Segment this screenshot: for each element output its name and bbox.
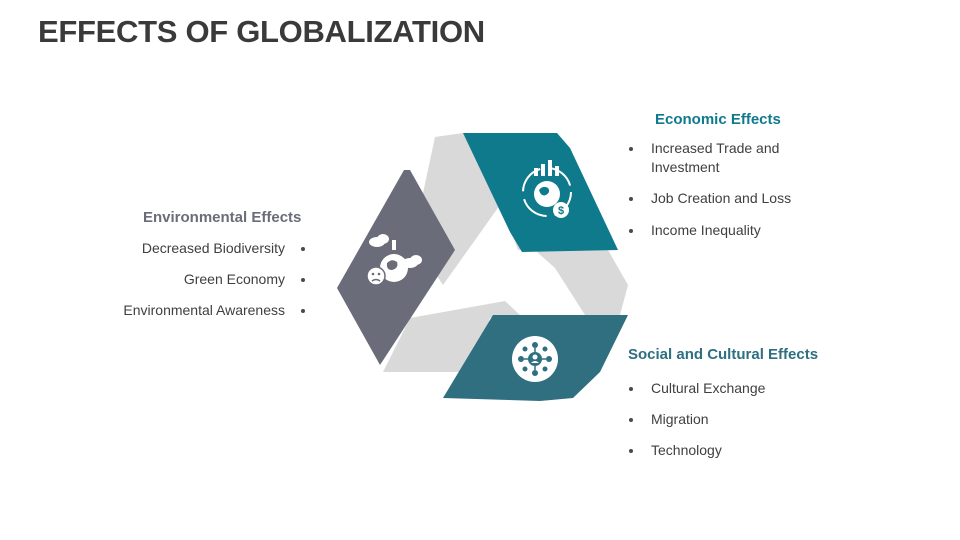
people-network-icon	[512, 336, 558, 382]
list-item: Migration	[627, 410, 827, 429]
list-item: Job Creation and Loss	[627, 189, 827, 208]
economic-effects-list: Increased Trade and Investment Job Creat…	[627, 139, 827, 240]
list-item: Increased Trade and Investment	[627, 139, 827, 177]
social-cultural-effects-list: Cultural Exchange Migration Technology	[627, 379, 827, 460]
svg-text:$: $	[558, 205, 564, 217]
list-item: Income Inequality	[627, 221, 827, 240]
list-item: Environmental Awareness	[100, 301, 307, 320]
list-item: Technology	[627, 441, 827, 460]
list-item: Decreased Biodiversity	[100, 239, 307, 258]
environmental-effects-title: Environmental Effects	[143, 209, 302, 226]
environmental-effects-list: Decreased Biodiversity Green Economy Env…	[100, 239, 307, 320]
economic-effects-title: Economic Effects	[655, 111, 781, 128]
ribbon-band-bottom	[383, 301, 520, 372]
page-title: EFFECTS OF GLOBALIZATION	[38, 14, 485, 49]
list-item: Green Economy	[100, 270, 307, 289]
ribbon-band-right-lower	[510, 228, 628, 315]
list-item: Cultural Exchange	[627, 379, 827, 398]
polluted-earth-icon	[366, 234, 422, 286]
social-cultural-effects-title: Social and Cultural Effects	[628, 346, 819, 363]
globe-economy-icon: $	[522, 160, 572, 218]
